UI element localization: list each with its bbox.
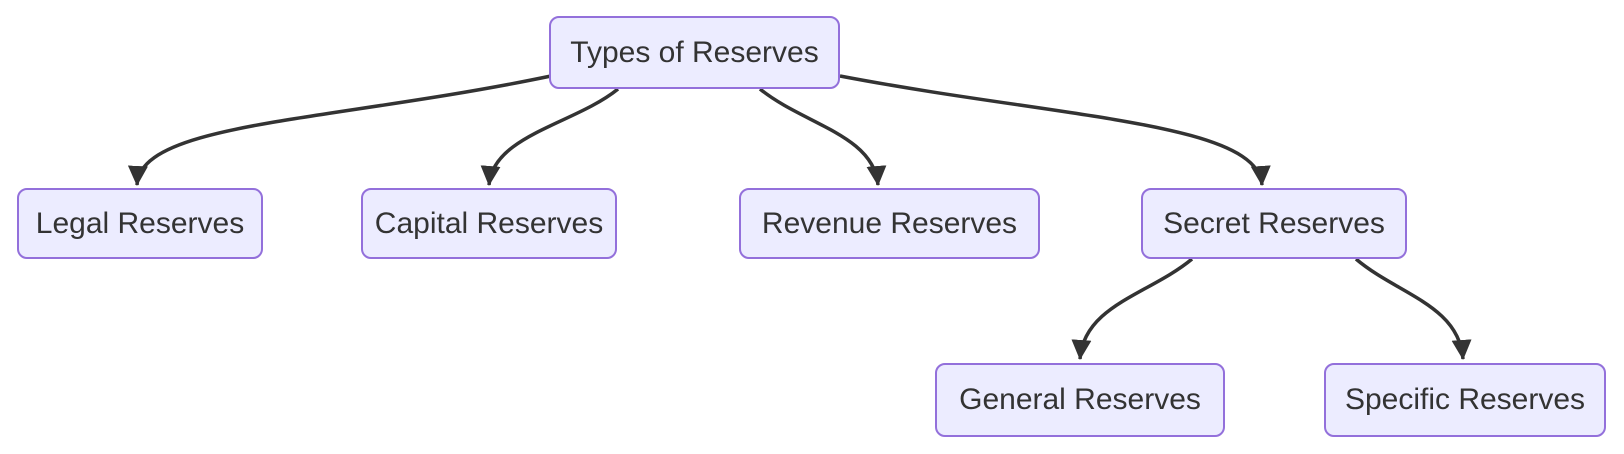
edge-secret-to-specific bbox=[1354, 257, 1472, 360]
node-legal-reserves: Legal Reserves bbox=[17, 188, 263, 259]
node-general-reserves: General Reserves bbox=[935, 363, 1225, 437]
edge-types-to-secret bbox=[839, 74, 1271, 186]
node-types-of-reserves: Types of Reserves bbox=[549, 16, 840, 89]
node-secret-reserves-label: Secret Reserves bbox=[1163, 206, 1385, 240]
node-capital-reserves: Capital Reserves bbox=[361, 188, 617, 259]
node-revenue-reserves: Revenue Reserves bbox=[739, 188, 1040, 259]
edge-secret-to-general bbox=[1071, 257, 1194, 360]
edge-types-to-legal bbox=[127, 74, 552, 186]
node-specific-reserves: Specific Reserves bbox=[1324, 363, 1606, 437]
node-capital-reserves-label: Capital Reserves bbox=[374, 206, 604, 240]
node-types-of-reserves-label: Types of Reserves bbox=[570, 35, 819, 69]
edge-types-to-capital bbox=[480, 87, 620, 186]
node-specific-reserves-label: Specific Reserves bbox=[1344, 383, 1586, 416]
node-secret-reserves: Secret Reserves bbox=[1141, 188, 1407, 259]
node-legal-reserves-label: Legal Reserves bbox=[35, 206, 245, 240]
node-general-reserves-label: General Reserves bbox=[959, 383, 1201, 416]
node-revenue-reserves-label: Revenue Reserves bbox=[761, 206, 1018, 240]
edge-types-to-revenue bbox=[758, 87, 887, 186]
